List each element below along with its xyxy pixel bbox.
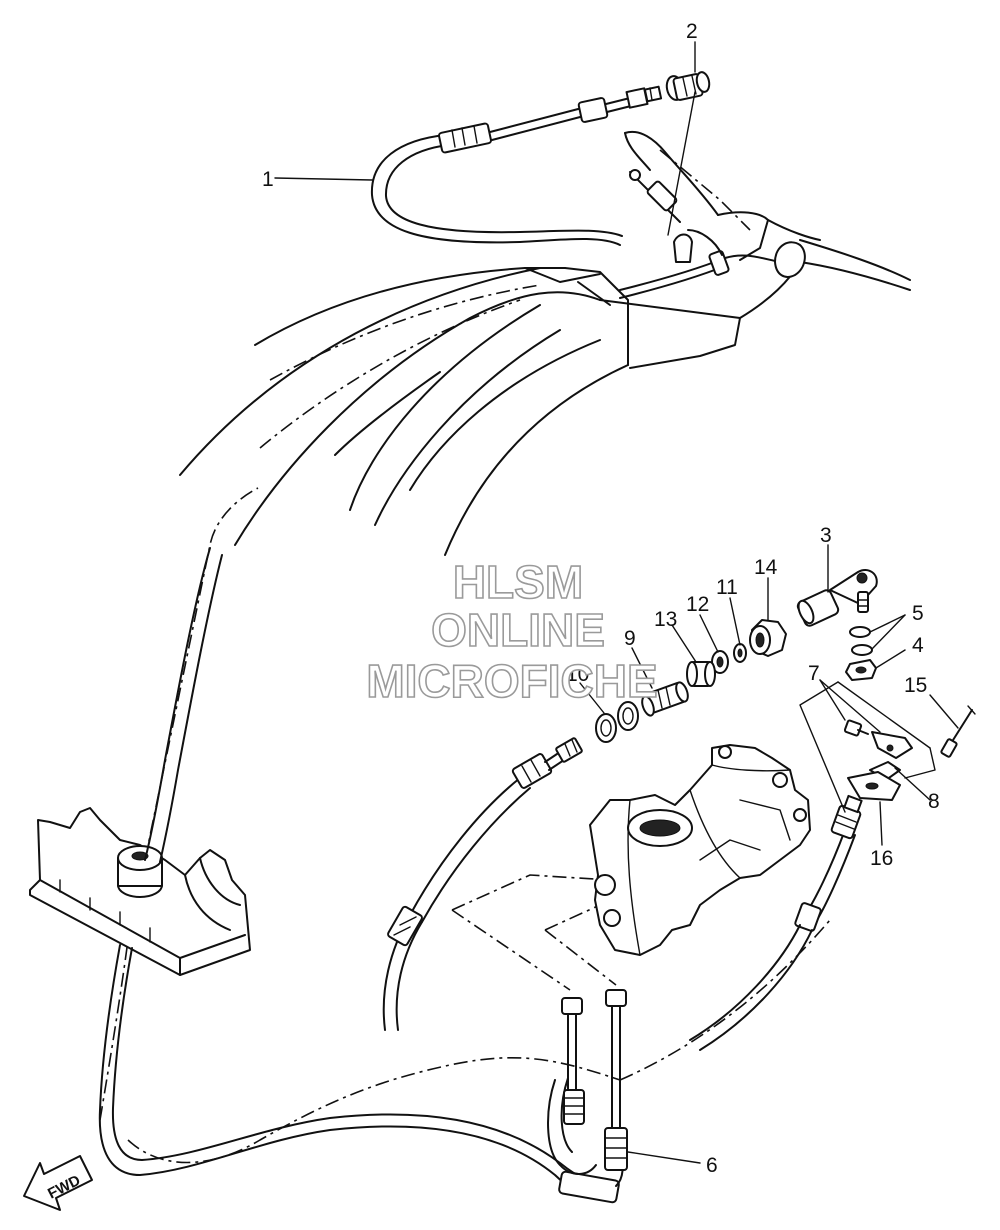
callout-6: 6 [706, 1154, 718, 1177]
fwd-direction-arrow: FWD [23, 1155, 93, 1211]
nut-small [845, 659, 877, 681]
watermark-line-3: MICROFICHE [366, 655, 657, 707]
callout-9: 9 [624, 627, 636, 650]
ball-joint [796, 568, 878, 627]
nut-large [749, 619, 787, 657]
callout-10: 10 [566, 663, 589, 686]
cable-joint [665, 71, 711, 101]
jet-pump-assembly [589, 744, 811, 956]
cable-lower [382, 737, 628, 1175]
cable-upper [370, 85, 663, 246]
callout-3: 3 [820, 524, 832, 547]
callout-12: 12 [686, 593, 709, 616]
hull-outline [179, 130, 911, 556]
watermark: HLSM ONLINE MICROFICHE [366, 555, 659, 708]
callout-16: 16 [870, 847, 893, 870]
washers [849, 626, 873, 656]
watermark-line-1: HLSM [453, 556, 583, 608]
main-cable-run [98, 547, 624, 1204]
callout-1: 1 [262, 168, 274, 191]
callout-4: 4 [912, 634, 924, 657]
cable-end-fitting [641, 681, 689, 717]
callout-7: 7 [808, 662, 820, 685]
hull-guide-lines [99, 149, 831, 1164]
callout-13: 13 [654, 608, 677, 631]
callout-14: 14 [754, 556, 778, 579]
watermark-line-2: ONLINE [431, 604, 605, 656]
bushing [686, 661, 716, 687]
callout-2: 2 [686, 20, 698, 43]
leader-lines [274, 41, 959, 1164]
washer-small [733, 643, 747, 663]
gasket-plates [847, 761, 901, 801]
bracket-bolt [843, 719, 913, 759]
cotter-pin [940, 705, 976, 758]
cable-right [689, 794, 863, 1051]
callout-8: 8 [928, 790, 940, 813]
steering-mount-bracket [29, 807, 251, 976]
callout-5: 5 [912, 602, 924, 625]
washer-pair [595, 701, 639, 743]
callout-labels: 1 2 3 4 5 6 7 8 9 10 11 12 13 14 15 16 [262, 20, 940, 1177]
steering-column-hardware [619, 169, 806, 299]
callout-15: 15 [904, 674, 927, 697]
callout-11: 11 [716, 576, 738, 599]
